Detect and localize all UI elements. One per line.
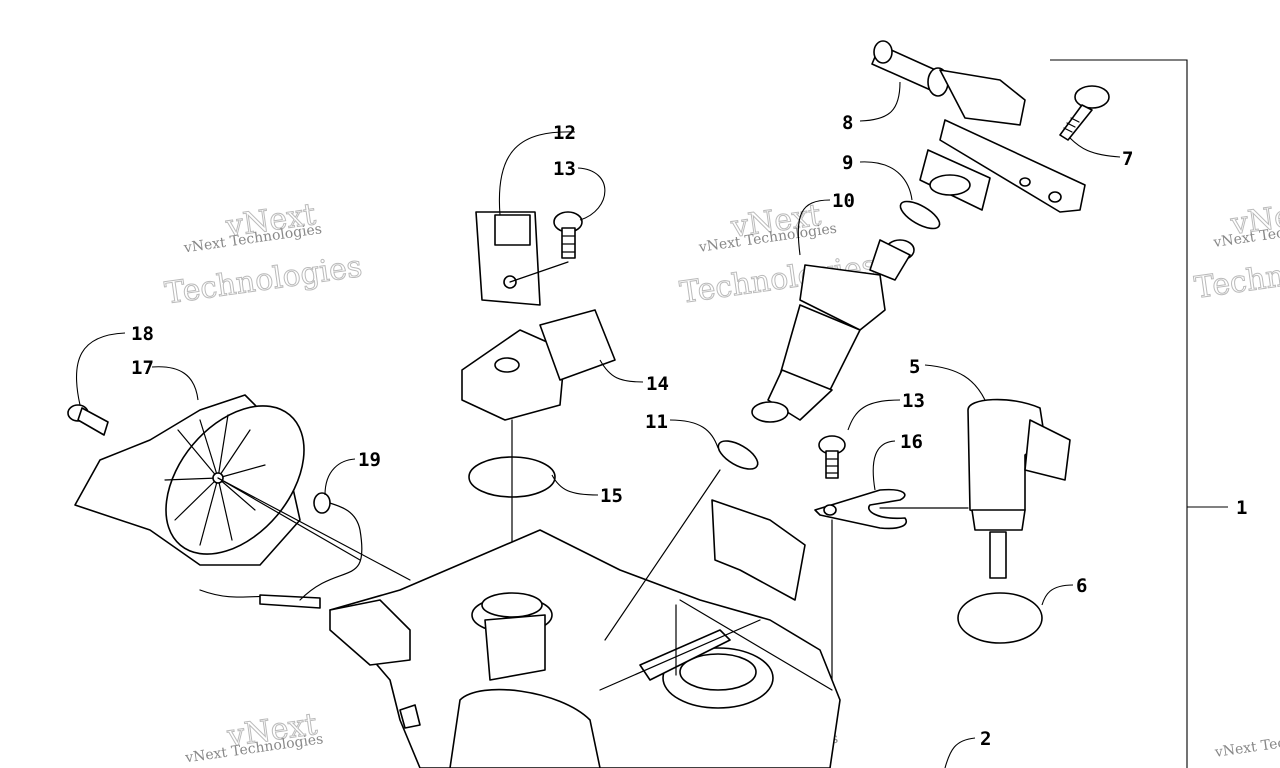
callout-12: 12 (553, 122, 576, 144)
throttle-position-sensor (74, 394, 305, 566)
leader-lines (76, 81, 1121, 768)
callout-7: 7 (1122, 148, 1133, 170)
oring-6 (957, 592, 1043, 644)
callout-13-clip: 13 (902, 390, 925, 412)
bracket-screw-axis (509, 261, 569, 283)
callout-11: 11 (645, 411, 668, 433)
watermark-left: vNext vNext Technologies Technologies (162, 197, 364, 312)
callout-labels: 1 2 5 6 7 8 9 10 11 12 13 13 14 15 16 17… (131, 112, 1247, 750)
fuel-injector (751, 239, 915, 423)
callout-2: 2 (980, 728, 991, 750)
svg-text:Technologies: Technologies (163, 249, 364, 311)
watermark-right: vNext vNext Technologies Technologies (1192, 195, 1280, 307)
rail-screw (1059, 85, 1110, 141)
tps-axis-2 (217, 477, 361, 561)
callout-19: 19 (358, 449, 381, 471)
diag-axis (679, 599, 833, 691)
callout-14: 14 (646, 373, 669, 395)
svg-text:vNext Technologies: vNext Technologies (1213, 726, 1280, 761)
callout-18: 18 (131, 323, 154, 345)
sensor-bracket (475, 211, 541, 306)
watermark-bottom-left: vNext vNext Technologies (183, 706, 324, 766)
sensor-14 (461, 309, 616, 421)
clip-screw (818, 435, 846, 479)
callout-16: 16 (900, 431, 923, 453)
callout-8: 8 (842, 112, 853, 134)
callout-10: 10 (832, 190, 855, 212)
tps-axis (217, 477, 411, 581)
callout-6: 6 (1076, 575, 1087, 597)
watermark-bottom-right: vNext Technologies (1213, 726, 1280, 761)
diag-axis-2 (599, 619, 761, 691)
sensor-wire (199, 492, 363, 609)
retaining-clip (814, 488, 907, 530)
oring-11 (717, 440, 759, 470)
callout-9: 9 (842, 152, 853, 174)
sensor-screw (67, 404, 109, 436)
callout-15: 15 (600, 485, 623, 507)
throttle-body (329, 499, 841, 768)
callout-1: 1 (1236, 497, 1247, 519)
bracket-screw (553, 211, 583, 259)
injector-axis (604, 469, 721, 641)
fuel-rail (871, 40, 1086, 213)
callout-17: 17 (131, 357, 154, 379)
map-sensor (967, 398, 1071, 579)
callout-5: 5 (909, 356, 920, 378)
svg-text:Technologies: Technologies (1192, 244, 1280, 306)
callout-13-bracket: 13 (553, 158, 576, 180)
oring-9 (899, 200, 941, 230)
assembly-bracket (1050, 59, 1228, 768)
